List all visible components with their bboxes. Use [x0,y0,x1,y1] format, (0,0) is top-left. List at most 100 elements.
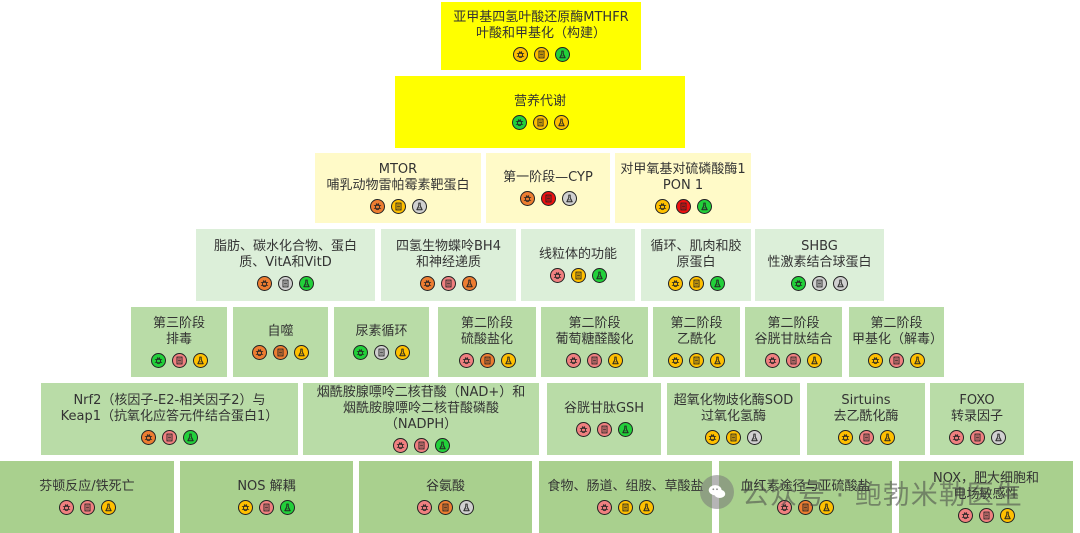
pink-doc-icon [969,430,985,445]
green-flask-icon [280,500,295,515]
amber-bug-icon [837,430,853,445]
green-flask-icon [617,422,633,437]
pink-bug-icon [957,508,973,523]
amber-bug-icon [705,430,720,445]
green-bug-icon [511,115,527,130]
grey-doc-icon [374,345,389,360]
icon-row [654,199,712,214]
grey-flask-icon [990,430,1006,445]
box-label: 对甲氧基对硫磷酸酶1 PON 1 [620,162,746,193]
amber-flask-icon [100,500,116,515]
pyramid-box-r4-0: 第三阶段 排毒 [131,307,227,377]
pyramid-box-r5-5: FOXO 转录因子 [930,383,1024,455]
orange-doc-icon [479,353,495,368]
orange-doc-icon [438,500,453,515]
pyramid-box-r0-0: 亚甲基四氢叶酸还原酶MTHFR 叶酸和甲基化（构建） [441,2,641,70]
pyramid-box-r4-6: 第二阶段 谷胱甘肽结合 [745,307,842,377]
green-bug-icon [150,353,166,368]
amber-flask-icon [500,353,516,368]
pyramid-box-r5-2: 谷胱甘肽GSH [547,383,661,455]
pyramid-box-r3-3: 循环、肌肉和胶 原蛋白 [641,229,751,301]
pink-doc-icon [162,430,177,445]
box-label: 第二阶段 乙酰化 [670,316,723,347]
pyramid-box-r5-4: Sirtuins 去乙酰化酶 [807,383,925,455]
box-label: MTOR 哺乳动物雷帕霉素靶蛋白 [326,162,470,193]
box-label: 谷氨酸 [425,479,465,494]
icon-row [765,353,822,368]
box-label: 自噬 [267,324,294,339]
pyramid-box-r6-4: 血红素途径与亚硫酸盐 [719,461,892,533]
pyramid-box-r1-0: 营养代谢 [395,76,685,148]
box-label: 四氢生物蝶呤BH4 和神经递质 [396,239,501,270]
amber-doc-icon [390,199,406,214]
amber-flask-icon [553,115,569,130]
amber-doc-icon [688,276,704,291]
green-flask-icon [709,276,725,291]
icon-row [791,276,848,291]
icon-row [420,276,477,291]
pink-doc-icon [978,508,994,523]
amber-flask-icon [639,500,654,515]
green-flask-icon [696,199,712,214]
green-flask-icon [299,276,314,291]
box-label: NOX，肥大细胞和 电场敏感性 [932,471,1040,502]
pink-bug-icon [765,353,780,368]
pyramid-box-r3-1: 四氢生物蝶呤BH4 和神经递质 [381,229,516,301]
pink-doc-icon [858,430,874,445]
green-bug-icon [353,345,368,360]
box-label: 谷胱甘肽GSH [563,401,645,416]
pyramid-box-r3-4: SHBG 性激素结合球蛋白 [755,229,884,301]
pink-doc-icon [79,500,95,515]
icon-row [668,353,725,368]
amber-doc-icon [532,115,548,130]
box-label: Sirtuins 去乙酰化酶 [833,393,899,424]
red-doc-icon [675,199,691,214]
icon-row [150,353,208,368]
pyramid-box-r3-2: 线粒体的功能 [521,229,635,301]
pyramid-box-r2-0: MTOR 哺乳动物雷帕霉素靶蛋白 [315,153,481,223]
pink-bug-icon [575,422,591,437]
box-label: 脂肪、碳水化合物、蛋白 质、VitA和VitD [213,239,357,270]
amber-doc-icon [618,500,633,515]
icon-row [512,47,570,62]
box-label: 烟酰胺腺嘌呤二核苷酸（NAD+）和 烟酰胺腺嘌呤二核苷酸磷酸 （NADPH） [316,385,526,432]
pyramid-box-r4-2: 尿素循环 [334,307,429,377]
grey-flask-icon [833,276,848,291]
grey-flask-icon [459,500,474,515]
orange-bug-icon [257,276,272,291]
red-doc-icon [540,191,556,206]
pink-doc-icon [259,500,274,515]
icon-row [238,500,295,515]
box-label: 芬顿反应/铁死亡 [39,479,135,494]
icon-row [257,276,314,291]
icon-row [957,508,1015,523]
orange-doc-icon [273,345,288,360]
pyramid-box-r6-1: NOS 解耦 [180,461,353,533]
pink-bug-icon [549,268,565,283]
green-flask-icon [591,268,607,283]
pyramid-box-r5-3: 超氧化物歧化酶SOD 过氧化氢酶 [667,383,800,455]
amber-doc-icon [570,268,586,283]
box-label: NOS 解耦 [237,479,296,494]
amber-bug-icon [654,199,670,214]
box-label: 亚甲基四氢叶酸还原酶MTHFR 叶酸和甲基化（构建） [453,10,629,41]
amber-flask-icon [999,508,1015,523]
box-label: 第二阶段 谷胱甘肽结合 [754,316,833,347]
pink-bug-icon [566,353,581,368]
box-label: 超氧化物歧化酶SOD 过氧化氢酶 [673,393,794,424]
pink-bug-icon [777,500,792,515]
pyramid-box-r6-5: NOX，肥大细胞和 电场敏感性 [899,461,1073,533]
icon-row [705,430,762,445]
amber-flask-icon [608,353,623,368]
grey-doc-icon [278,276,293,291]
box-label: 营养代谢 [513,94,566,109]
icon-row [667,276,725,291]
green-flask-icon [554,47,570,62]
pink-doc-icon [786,353,801,368]
box-label: 食物、肠道、组胺、草酸盐 [547,479,704,494]
green-bug-icon [791,276,806,291]
amber-flask-icon [395,345,410,360]
pink-bug-icon [948,430,964,445]
pyramid-box-r5-1: 烟酰胺腺嘌呤二核苷酸（NAD+）和 烟酰胺腺嘌呤二核苷酸磷酸 （NADPH） [303,383,539,455]
box-label: 血红素途径与亚硫酸盐 [740,479,871,494]
